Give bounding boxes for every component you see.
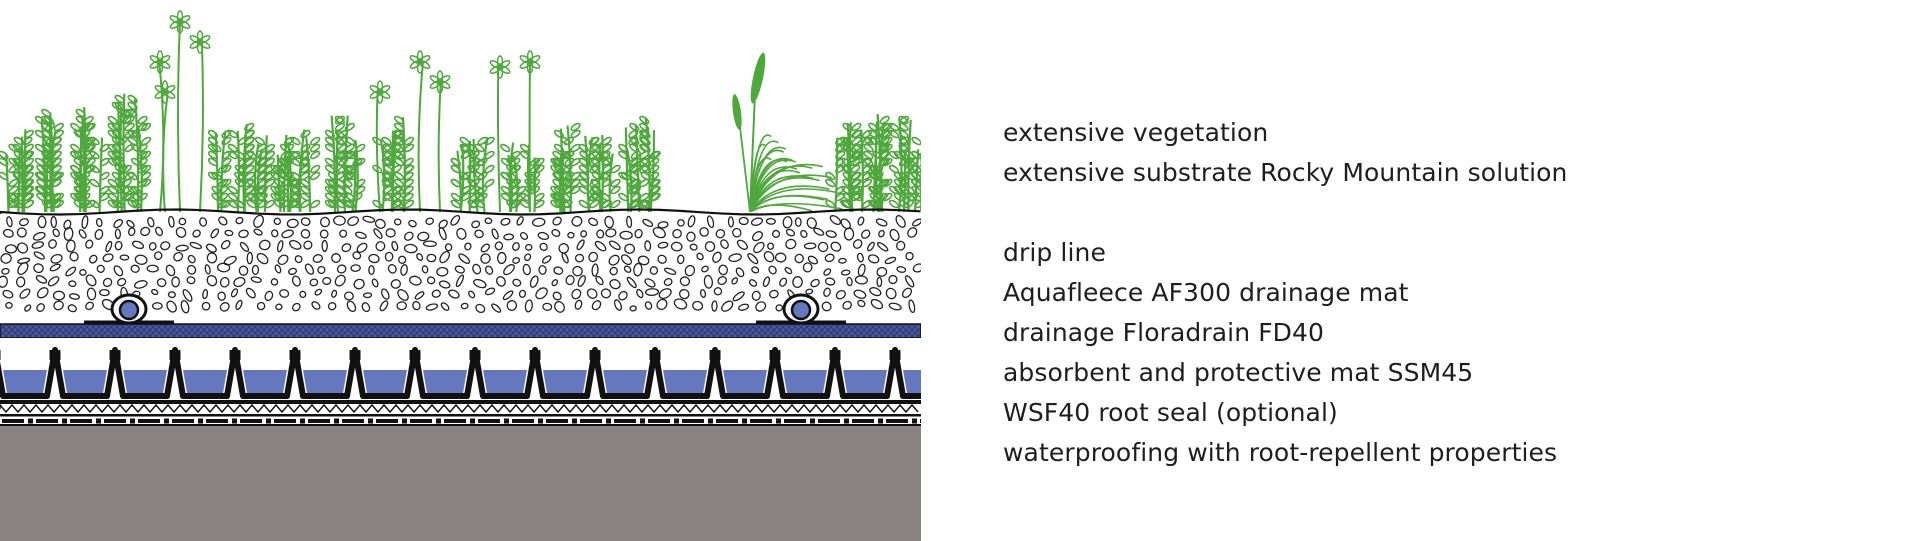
drip-line-pipes bbox=[84, 293, 846, 325]
legend-label-waterproofing: waterproofing with root-repellent proper… bbox=[1003, 438, 1558, 467]
green-roof-section-diagram bbox=[0, 10, 921, 541]
floradrain-drainage-element bbox=[0, 338, 921, 400]
layer-legend: extensive vegetation extensive substrate… bbox=[1003, 113, 1567, 473]
waterproofing-concrete-deck bbox=[0, 426, 921, 541]
aquafleece-drainage-mat bbox=[0, 323, 921, 339]
extensive-vegetation-layer bbox=[0, 10, 921, 213]
legend-label-root-seal: WSF40 root seal (optional) bbox=[1003, 398, 1338, 427]
legend-spacer bbox=[1003, 193, 1567, 233]
legend-label-extensive-substrate: extensive substrate Rocky Mountain solut… bbox=[1003, 158, 1568, 187]
legend-label-aquafleece: Aquafleece AF300 drainage mat bbox=[1003, 278, 1409, 307]
substrate-layer bbox=[0, 208, 921, 324]
legend-label-floradrain: drainage Floradrain FD40 bbox=[1003, 318, 1325, 347]
legend-label-absorbent-mat: absorbent and protective mat SSM45 bbox=[1003, 358, 1474, 387]
protective-mat-and-root-seal bbox=[0, 400, 921, 426]
legend-label-drip-line: drip line bbox=[1003, 238, 1106, 267]
legend-label-extensive-vegetation: extensive vegetation bbox=[1003, 118, 1269, 147]
